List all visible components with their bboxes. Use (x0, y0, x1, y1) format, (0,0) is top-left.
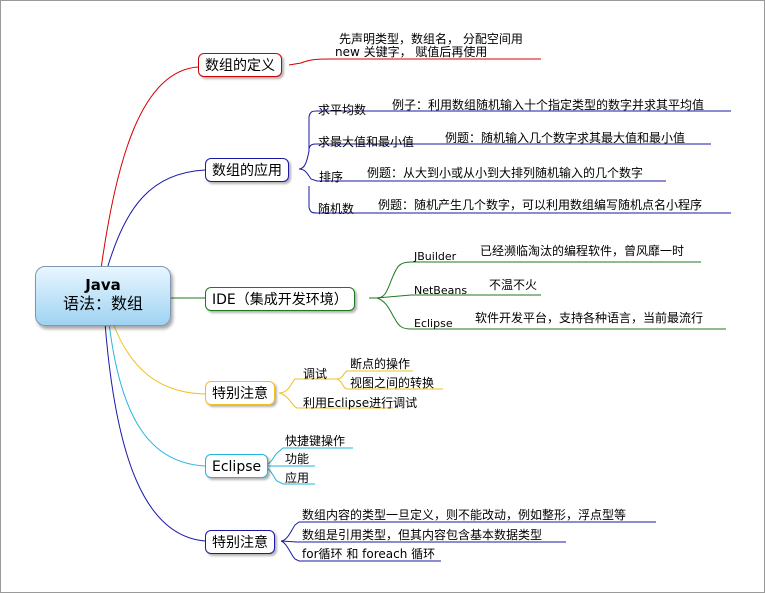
branch-ide[interactable]: IDE（集成开发环境） (205, 287, 355, 311)
note-item: 数组是引用类型，但其内容包含基本数据类型 (302, 528, 543, 542)
note-item: 数组内容的类型一旦定义，则不能改动，例如整形，浮点型等 (302, 508, 627, 522)
definition-detail-1: 先声明类型，数组名， 分配空间用 (339, 32, 523, 46)
ide-item-label[interactable]: JBuilder (414, 250, 457, 263)
ide-item-detail: 已经濒临淘汰的编程软件，曾风靡一时 (480, 244, 685, 258)
application-item-label[interactable]: 随机数 (318, 202, 355, 216)
debug-label[interactable]: 调试 (303, 367, 328, 381)
application-item-detail: 例题：随机产生几个数字，可以利用数组编写随机点名小程序 (378, 198, 703, 212)
root-title: Java (85, 276, 121, 294)
root-node[interactable]: Java 语法：数组 (35, 266, 171, 326)
application-item-label[interactable]: 求平均数 (318, 103, 367, 117)
eclipse-debug-label[interactable]: 利用Eclipse进行调试 (303, 396, 418, 410)
note-item: for循环 和 foreach 循环 (302, 547, 436, 561)
branch-special-notes-2[interactable]: 特别注意 (205, 530, 275, 554)
branch-array-application[interactable]: 数组的应用 (205, 158, 289, 182)
branch-array-definition[interactable]: 数组的定义 (198, 53, 282, 77)
root-subtitle: 语法：数组 (62, 294, 143, 313)
debug-item: 视图之间的转换 (350, 376, 435, 390)
ide-item-detail: 不温不火 (489, 278, 538, 292)
eclipse-item: 应用 (285, 471, 310, 485)
eclipse-item: 快捷键操作 (285, 434, 346, 448)
ide-item-label[interactable]: NetBeans (414, 284, 468, 297)
ide-item-detail: 软件开发平台，支持各种语言，当前最流行 (475, 311, 704, 325)
application-item-detail: 例题：随机输入几个数字求其最大值和最小值 (445, 131, 686, 145)
application-item-label[interactable]: 求最大值和最小值 (318, 135, 415, 149)
eclipse-item: 功能 (285, 452, 310, 466)
definition-detail-2: new 关键字， 赋值后再使用 (335, 45, 488, 59)
debug-item: 断点的操作 (350, 357, 411, 371)
application-item-detail: 例子：利用数组随机输入十个指定类型的数字并求其平均值 (392, 98, 705, 112)
ide-item-label[interactable]: Eclipse (414, 317, 453, 330)
branch-eclipse[interactable]: Eclipse (205, 454, 269, 478)
application-item-detail: 例题：从大到小或从小到大排列随机输入的几个数字 (367, 166, 644, 180)
application-item-label[interactable]: 排序 (319, 170, 344, 184)
branch-special-notes[interactable]: 特别注意 (205, 381, 275, 405)
